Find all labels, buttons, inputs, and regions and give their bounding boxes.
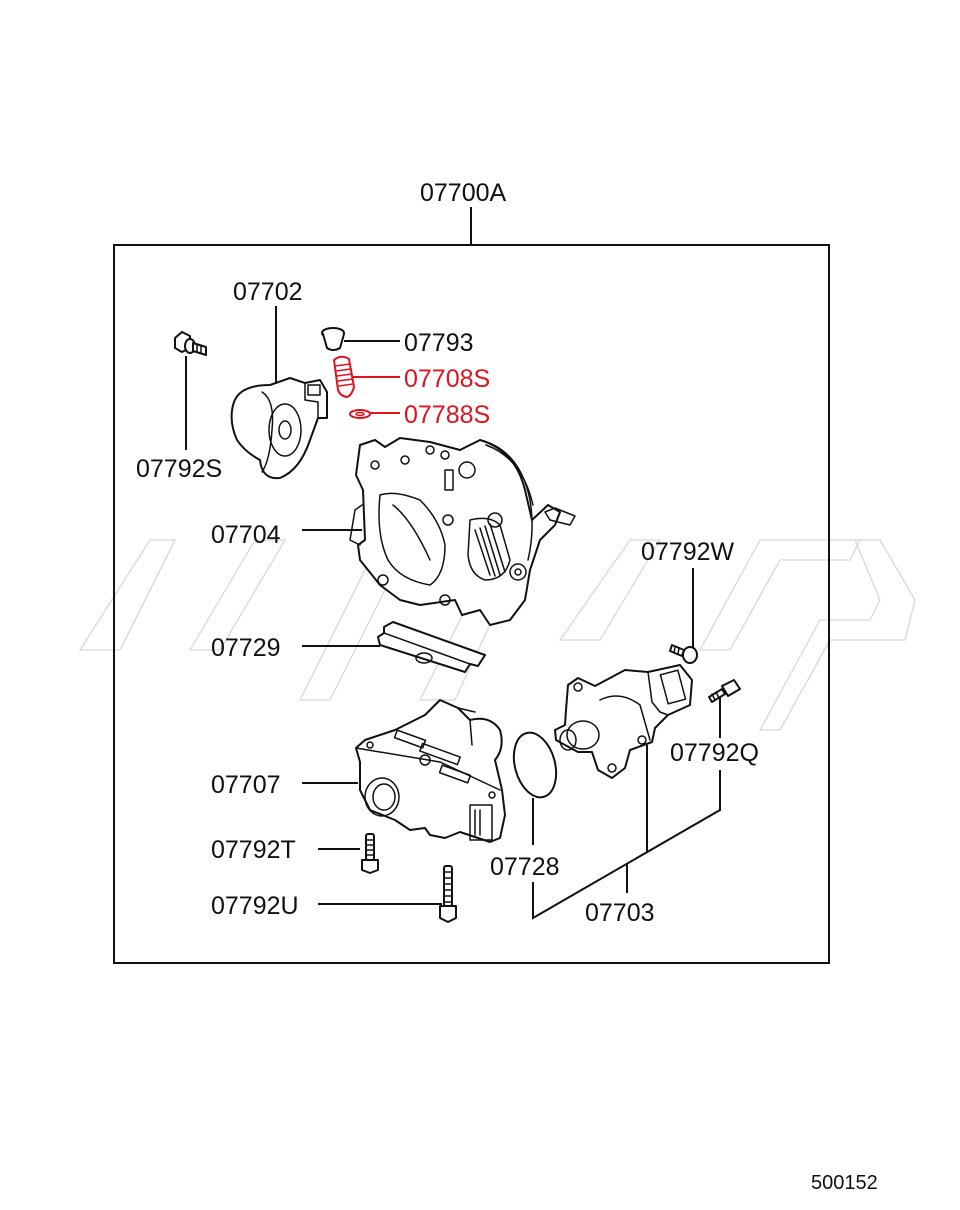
part-07702-throttle-position-sensor[interactable] bbox=[230, 377, 328, 480]
part-07704-throttle-body[interactable] bbox=[349, 437, 576, 626]
label-07703[interactable]: 07703 bbox=[585, 899, 655, 927]
figure-code: 500152 bbox=[811, 1172, 878, 1194]
part-07792Q-screw[interactable] bbox=[708, 679, 741, 703]
label-07704[interactable]: 07704 bbox=[211, 521, 281, 549]
label-07702[interactable]: 07702 bbox=[233, 278, 303, 306]
part-07728-oring[interactable] bbox=[507, 728, 563, 802]
label-07792W[interactable]: 07792W bbox=[641, 538, 735, 566]
label-07792S[interactable]: 07792S bbox=[136, 455, 222, 483]
part-07792U-bolt[interactable] bbox=[439, 865, 457, 923]
part-07788S-oring[interactable] bbox=[349, 409, 371, 419]
label-07793[interactable]: 07793 bbox=[404, 329, 474, 357]
label-07792Q[interactable]: 07792Q bbox=[670, 739, 759, 767]
assembly-label: 07700A bbox=[420, 179, 507, 207]
part-07729-gasket[interactable] bbox=[377, 621, 486, 673]
label-07708S[interactable]: 07708S bbox=[404, 365, 490, 393]
label-07792T[interactable]: 07792T bbox=[211, 836, 296, 864]
label-07792U[interactable]: 07792U bbox=[211, 892, 299, 920]
part-07708S-screw[interactable] bbox=[333, 355, 355, 398]
part-07792T-bolt[interactable] bbox=[361, 833, 379, 874]
label-07729[interactable]: 07729 bbox=[211, 634, 281, 662]
label-07707[interactable]: 07707 bbox=[211, 771, 281, 799]
part-07792W-screw[interactable] bbox=[669, 644, 698, 664]
part-07707-housing[interactable] bbox=[355, 699, 506, 843]
label-07788S[interactable]: 07788S bbox=[404, 401, 490, 429]
part-07792S-screw[interactable] bbox=[174, 331, 207, 356]
assembly-frame bbox=[113, 244, 830, 964]
leader-07703 bbox=[532, 745, 721, 920]
part-07793-cap[interactable] bbox=[321, 327, 345, 351]
part-07703-idle-speed-servo[interactable] bbox=[554, 664, 693, 779]
label-07728[interactable]: 07728 bbox=[490, 853, 560, 881]
